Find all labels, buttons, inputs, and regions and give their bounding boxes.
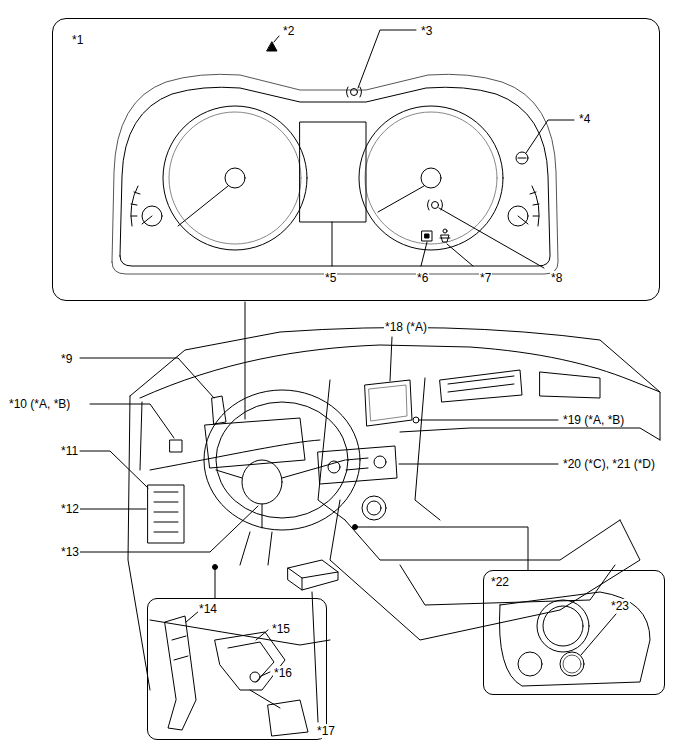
callout-box: *1 *2 *3 *4 *5 *6 *7 *8 (52, 18, 660, 301)
instrument-panel (128, 328, 660, 691)
callout-number: *22 (490, 575, 510, 589)
callout-number: *6 (416, 271, 429, 285)
callout-number: *23 (610, 599, 630, 613)
combination-meter (112, 42, 558, 274)
callout-number: *7 (479, 271, 492, 285)
meter-leader-lines (274, 30, 574, 268)
callout-number: *2 (282, 24, 295, 38)
callout-number: *11 (60, 444, 79, 458)
callout-number: *3 (420, 24, 433, 38)
pedal-inset-art (165, 611, 308, 736)
callout-number: *16 (273, 666, 293, 680)
callout-box: *22 *23 (483, 570, 665, 695)
callout-number: *5 (324, 271, 337, 285)
switch-inset-art (499, 592, 650, 686)
leader-lines (80, 302, 558, 722)
callout-number: *18 (*A) (384, 320, 428, 334)
callout-number: *10 (*A, *B) (8, 397, 71, 411)
callout-number: *4 (578, 112, 591, 126)
callout-number: *9 (60, 352, 73, 366)
callout-box: *14 *15 *16 (147, 598, 327, 740)
callout-number: *19 (*A, *B) (562, 413, 625, 427)
callout-number: *14 (198, 602, 218, 616)
callout-number: *20 (*C), *21 (*D) (562, 457, 656, 471)
callout-number: *13 (60, 545, 80, 559)
callout-number: *17 (316, 724, 336, 738)
callout-number: *8 (550, 271, 563, 285)
callout-number: *15 (271, 622, 291, 636)
callout-number: *1 (71, 33, 84, 47)
callout-number: *12 (60, 502, 80, 516)
